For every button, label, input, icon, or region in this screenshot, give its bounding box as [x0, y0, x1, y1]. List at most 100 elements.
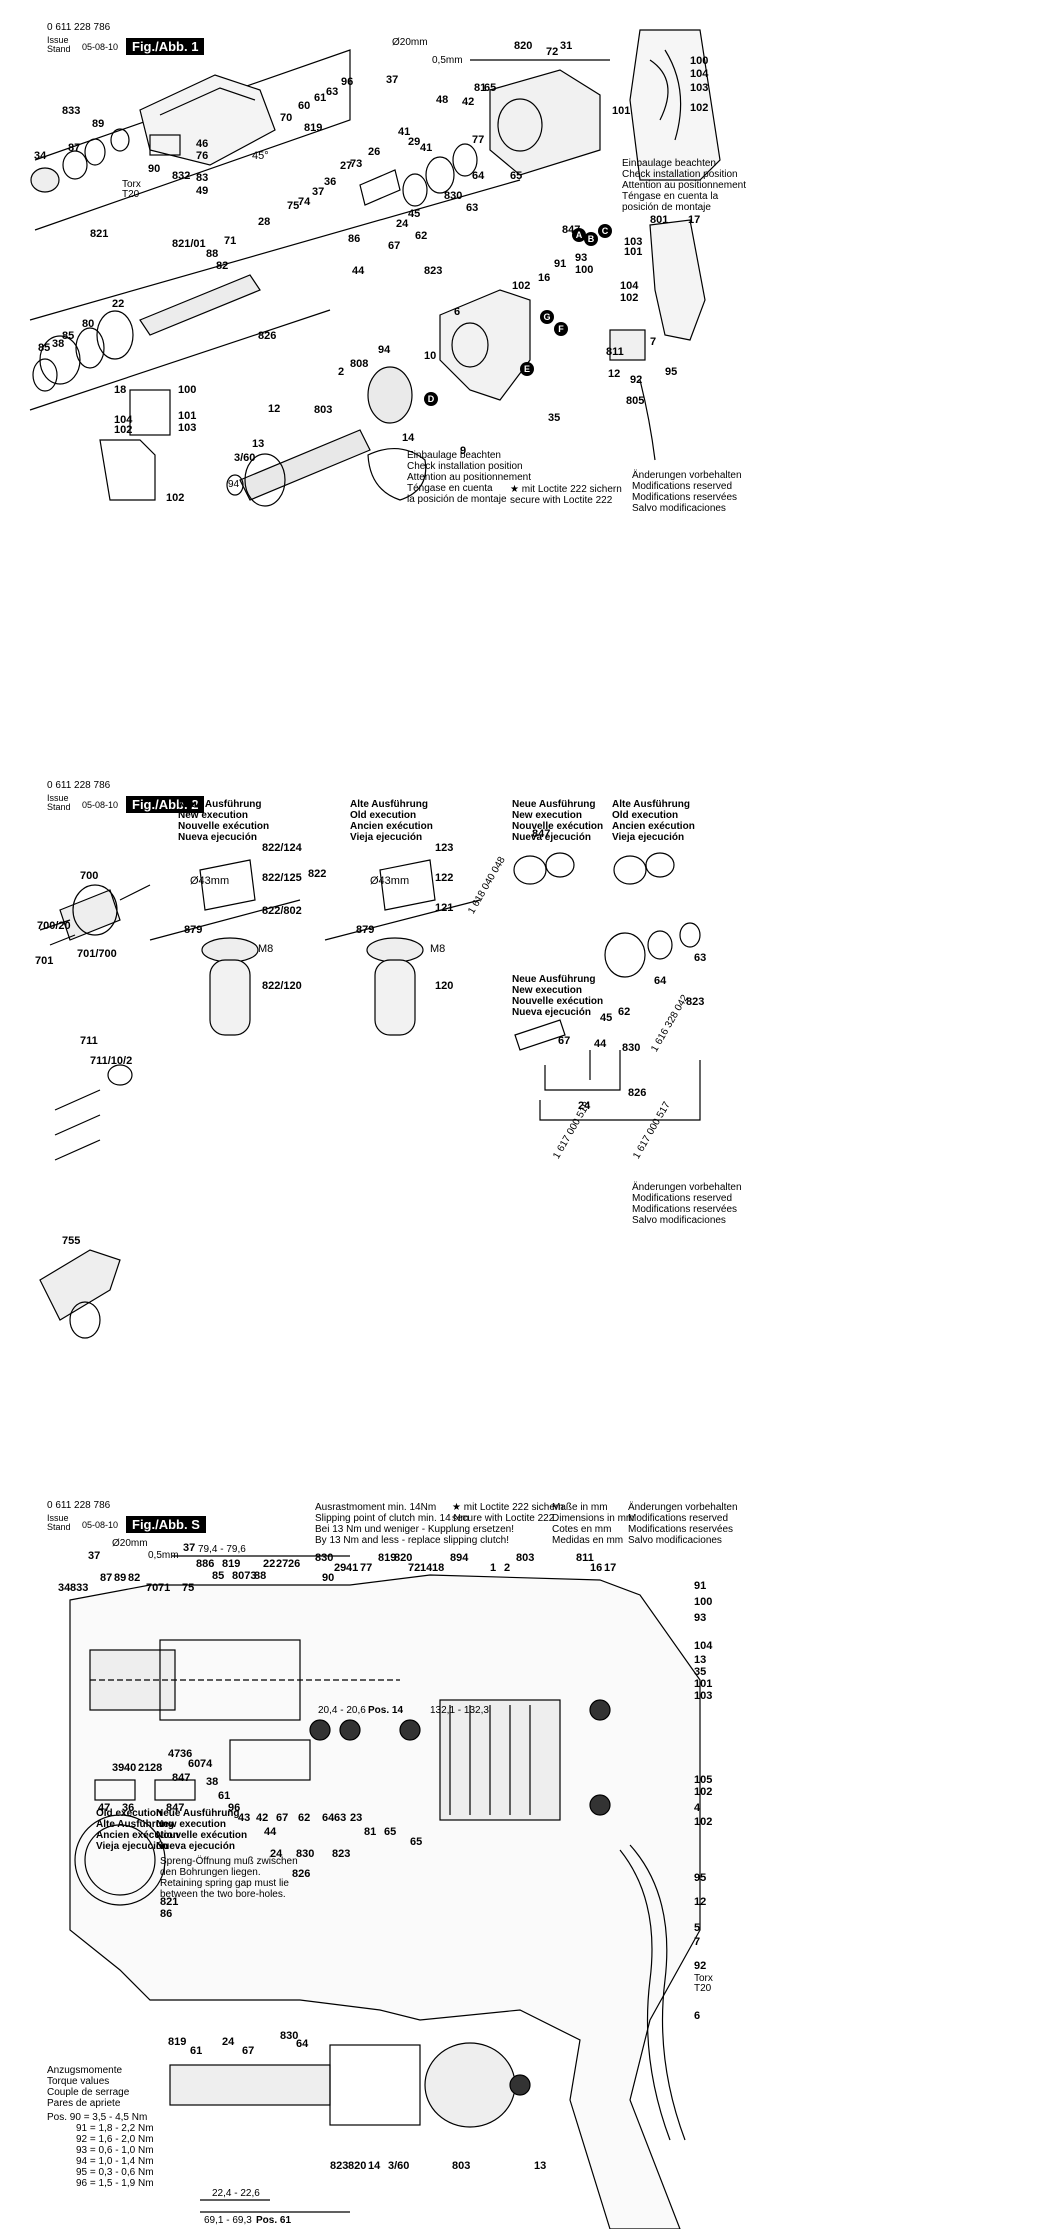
part-label: 64 — [322, 1812, 335, 1824]
doc-number: 0 611 228 786 — [47, 780, 111, 791]
part-label: 42 — [256, 1812, 269, 1824]
part-label: 29 — [334, 1562, 347, 1574]
part-label: 826 — [258, 330, 277, 342]
part-label: 8073 — [232, 1570, 257, 1582]
old-execution-note: Old execution Alte Ausführung Ancien exé… — [96, 1808, 179, 1852]
part-label: 830 — [296, 1848, 315, 1860]
part-label: 13 — [252, 438, 265, 450]
part-label: 90 — [322, 1572, 335, 1584]
dimension-label: 132,1 - 132,3 — [430, 1705, 489, 1716]
part-label: 48 — [436, 94, 449, 106]
part-label: 102 — [512, 280, 531, 292]
part-label: 100 — [690, 55, 709, 67]
part-label: 886 — [196, 1558, 215, 1570]
part-label: 61 — [218, 1790, 231, 1802]
part-label: 103 — [690, 82, 709, 94]
part-label: Torx T20 — [694, 1973, 713, 1994]
torque-row: 96 = 1,5 - 1,9 Nm — [76, 2178, 154, 2189]
part-label: 72 — [546, 46, 559, 58]
part-label: 711 — [80, 1035, 98, 1047]
figure-tag: Fig./Abb. 2 — [126, 796, 205, 813]
part-label: 830 — [280, 2030, 299, 2042]
doc-number: 0 611 228 786 — [47, 1500, 111, 1511]
part-label: 91 — [554, 258, 567, 270]
part-label: 93 — [694, 1612, 707, 1624]
figure-s-sheet: 0 611 228 786 Issue Stand 05-08-10 Fig./… — [0, 1500, 1050, 2229]
part-label: 60 — [298, 100, 311, 112]
part-label: 26 — [288, 1558, 301, 1570]
torque-note: Ausrastmoment min. 14Nm Slipping point o… — [315, 1502, 515, 1546]
sectional-view-drawing — [69, 1555, 701, 2229]
part-label: 74 — [200, 1758, 213, 1770]
part-label: 31 — [560, 40, 573, 52]
part-label: 894 — [450, 1552, 469, 1564]
part-label: 803 — [452, 2160, 471, 2172]
part-label: 61 — [190, 2045, 203, 2057]
part-label: 24 — [578, 1100, 591, 1112]
figure-1-sheet: 0 611 228 786 Issue Stand 05-08-10 Fig./… — [0, 0, 1050, 740]
issue-label: Issue Stand — [47, 1513, 71, 1532]
part-label: 14 — [402, 432, 415, 444]
part-label: 822/125 — [262, 872, 302, 884]
part-label: 82 — [216, 260, 229, 272]
part-label: 700/20 — [37, 920, 71, 932]
part-label: 76 — [196, 150, 209, 162]
part-label: 819 — [222, 1558, 241, 1570]
part-label: 65 — [510, 170, 523, 182]
part-label: 830 — [444, 190, 463, 202]
part-label: 24 — [270, 1848, 283, 1860]
part-label: 823 — [424, 265, 443, 277]
part-label: 64 — [472, 170, 485, 182]
part-label: 24 — [396, 218, 409, 230]
part-label: 42 — [462, 96, 475, 108]
marker-badge: D — [424, 392, 438, 406]
new-execution-note: Neue Ausführung New execution Nouvelle e… — [512, 974, 604, 1018]
torque-row: 94 = 1,0 - 1,4 Nm — [76, 2156, 154, 2167]
part-label: Ø20mm — [112, 1538, 148, 1549]
part-label: 28 — [150, 1762, 163, 1774]
part-label: 81 — [474, 82, 487, 94]
part-label: 830 — [622, 1042, 641, 1054]
part-label: 94 — [378, 344, 391, 356]
part-label: 35 — [694, 1666, 707, 1678]
part-label: 96 — [228, 1802, 241, 1814]
modifications-note: Änderungen vorbehalten Modifications res… — [628, 1502, 738, 1546]
new-execution-note: Neue Ausführung New execution Nouvelle e… — [178, 799, 270, 843]
part-label: 821 — [90, 228, 109, 240]
part-label: 60 — [188, 1758, 201, 1770]
issue-label: Issue Stand — [47, 35, 71, 54]
part-label: 18 — [114, 384, 127, 396]
part-label: 820 — [514, 40, 533, 52]
part-label: 803 — [516, 1552, 535, 1564]
part-label: 28 — [258, 216, 271, 228]
part-label: 95 — [665, 366, 678, 378]
figure-tag: Fig./Abb. 1 — [126, 38, 205, 55]
part-label: M8 — [258, 943, 274, 955]
part-label: 77 — [360, 1562, 373, 1574]
part-label: 45 — [408, 208, 421, 220]
torque-row: 95 = 0,3 - 0,6 Nm — [76, 2167, 154, 2178]
part-label: 82 — [128, 1572, 141, 1584]
part-label: 122 — [435, 872, 454, 884]
part-label: 91 — [694, 1580, 707, 1592]
part-label: 102 — [114, 424, 133, 436]
part-label: 14 — [368, 2160, 381, 2172]
part-label: 41 — [346, 1562, 359, 1574]
part-label: 39 — [112, 1762, 125, 1774]
part-label: 822/124 — [262, 842, 302, 854]
part-label: 89 — [114, 1572, 127, 1584]
part-label: 822/802 — [262, 905, 302, 917]
part-label: 37 — [312, 186, 325, 198]
part-label: 85 — [38, 342, 51, 354]
part-label: 10 — [424, 350, 437, 362]
part-label: 803 — [314, 404, 333, 416]
dimension-label: 22,4 - 22,6 — [212, 2188, 260, 2199]
part-label: 49 — [196, 185, 209, 197]
part-label: 13 — [534, 2160, 547, 2172]
marker-badge: E — [520, 362, 534, 376]
part-label: 46 — [196, 138, 209, 150]
part-label: 85 — [212, 1570, 225, 1582]
part-label: 104 — [690, 68, 709, 80]
part-label: 38 — [206, 1776, 219, 1788]
part-label: 88 — [206, 248, 219, 260]
